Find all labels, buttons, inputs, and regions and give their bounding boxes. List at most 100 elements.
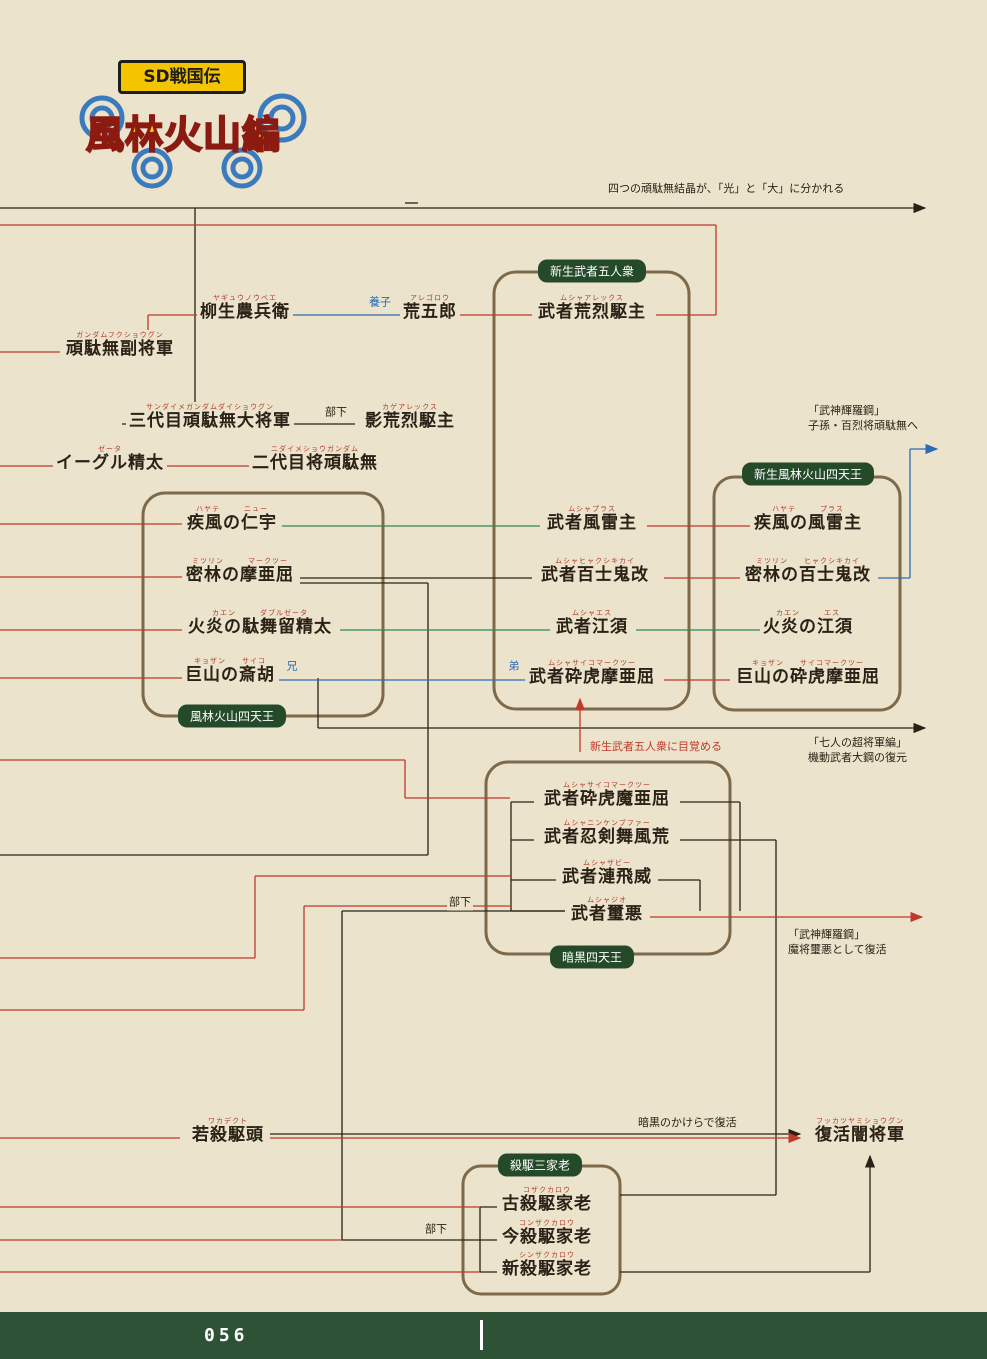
- char-fukkatsu: フッカツヤミショウグン復活闇将軍: [812, 1116, 908, 1146]
- ruby: ムシャジオ: [587, 896, 627, 904]
- ruby: ミツリン ヒャクシキカイ: [756, 557, 860, 565]
- group-label-shinsei-fuurin: 新生風林火山四天王: [741, 462, 875, 486]
- group-label-shinsei-gonin: 新生武者五人衆: [537, 259, 647, 283]
- note-bushin1-line1: 「武神輝羅鋼」: [808, 404, 885, 417]
- ruby: キョザン サイコ: [194, 657, 266, 665]
- char-yagyu: ヤギュウノウベエ柳生農兵衛: [197, 293, 293, 323]
- char-sandaime: サンダイメガンダムダイショウグン三代目頑駄無大将軍: [126, 402, 294, 432]
- name: 荒五郎: [403, 302, 457, 322]
- name: 武者砕虎魔亜屈: [544, 789, 670, 809]
- group-label-ankoku: 暗黒四天王: [549, 945, 635, 969]
- footer-divider: [480, 1320, 483, 1350]
- name: 武者漣飛威: [562, 867, 652, 887]
- char-ko: コザクカロウ古殺駆家老: [499, 1185, 595, 1215]
- char-hayate-nu: ハヤテ ニュー疾風の仁宇: [184, 504, 280, 534]
- char-hayate-plus: ハヤテ プラス疾風の風雷主: [751, 504, 865, 534]
- page-number: 056: [204, 1325, 249, 1346]
- ruby: カエン エス: [776, 609, 840, 617]
- logo-title: SD戦国伝: [118, 60, 246, 94]
- ruby: ムシャエス: [572, 609, 612, 617]
- rel-subordinate-3: 部下: [423, 1222, 449, 1238]
- ruby: ムシャアレックス: [560, 294, 624, 302]
- ruby: コザクカロウ: [523, 1186, 571, 1194]
- note-nana-line1: 「七人の超将軍編」: [808, 736, 907, 749]
- char-ank-jio: ムシャジオ武者璽悪: [568, 895, 646, 925]
- char-eagle: ゼータイーグル精太: [53, 444, 167, 474]
- note-bushin2: 「武神輝羅鋼」 魔将璽悪として復活: [788, 928, 887, 958]
- name: 武者忍剣舞風荒: [544, 827, 670, 847]
- rel-elder: 兄: [284, 659, 300, 675]
- rel-younger: 弟: [506, 659, 522, 675]
- ruby: シンザクカロウ: [519, 1251, 575, 1259]
- note-bushin1-line2: 子孫・百烈将頑駄無へ: [808, 418, 918, 432]
- note-nana-line2: 機動武者大鋼の復元: [808, 750, 907, 764]
- footer-bar: [0, 1312, 987, 1359]
- name: 火炎の江須: [763, 617, 853, 637]
- name: 三代目頑駄無大将軍: [129, 411, 291, 431]
- ruby: ヤギュウノウベエ: [213, 294, 277, 302]
- name: 頑駄無副将軍: [66, 339, 174, 359]
- name: 武者璽悪: [571, 904, 643, 924]
- name: 巨山の砕虎摩亜屈: [736, 667, 880, 687]
- char-mitsurin-h: ミツリン ヒャクシキカイ密林の百士鬼改: [742, 556, 874, 586]
- ruby: ハヤテ ニュー: [196, 505, 268, 513]
- char-mitsurin-mk2: ミツリン マークツー密林の摩亜屈: [183, 556, 297, 586]
- ruby: ムシャサイコマークツー: [548, 659, 636, 667]
- name: 武者風雷主: [547, 513, 637, 533]
- char-nidaime: ニダイメショウガンダム二代目将頑駄無: [249, 444, 381, 474]
- name: 疾風の仁宇: [187, 513, 277, 533]
- char-aregorou: アレゴロウ荒五郎: [400, 293, 460, 323]
- char-musha-hyaku: ムシャヒャクシキカイ武者百士鬼改: [538, 556, 652, 586]
- note-top: 四つの頑駄無結晶が、「光」と「大」に分かれる: [608, 182, 845, 195]
- note-nana: 「七人の超将軍編」 機動武者大鋼の復元: [808, 736, 907, 766]
- name: 古殺駆家老: [502, 1194, 592, 1214]
- logo-subtitle: 風林火山編: [85, 111, 282, 158]
- name: 復活闇将軍: [815, 1125, 905, 1145]
- ruby: ムシャプラス: [568, 505, 616, 513]
- name: 武者百士鬼改: [541, 565, 649, 585]
- ruby: カエン ダブルゼータ: [212, 609, 308, 617]
- name: 二代目将頑駄無: [252, 453, 378, 473]
- ruby: フッカツヤミショウグン: [816, 1117, 904, 1125]
- ruby: サンダイメガンダムダイショウグン: [146, 403, 274, 411]
- name: 若殺駆頭: [192, 1125, 264, 1145]
- char-musha-psy: ムシャサイコマークツー武者砕虎摩亜屈: [526, 658, 658, 688]
- char-ank-psy: ムシャサイコマークツー武者砕虎魔亜屈: [541, 780, 673, 810]
- ruby: アレゴロウ: [410, 294, 450, 302]
- rel-subordinate-2: 部下: [447, 895, 473, 911]
- ruby: コンザクカロウ: [519, 1219, 575, 1227]
- rel-subordinate-1: 部下: [323, 405, 349, 421]
- rel-adopted: 養子: [367, 295, 393, 311]
- name: 新殺駆家老: [502, 1259, 592, 1279]
- ruby: ムシャザビー: [583, 859, 631, 867]
- ruby: ゼータ: [98, 445, 122, 453]
- note-revive: 暗黒のかけらで復活: [638, 1116, 737, 1129]
- char-musha-fu: ムシャプラス武者風雷主: [544, 504, 640, 534]
- ruby: ワカデクト: [208, 1117, 248, 1125]
- ruby: カゲアレックス: [382, 403, 438, 411]
- ruby: ハヤテ プラス: [772, 505, 844, 513]
- char-ank-zaku: ムシャザビー武者漣飛威: [559, 858, 655, 888]
- char-waka: ワカデクト若殺駆頭: [189, 1116, 267, 1146]
- char-musha-arex: ムシャアレックス武者荒烈駆主: [535, 293, 649, 323]
- ruby: ムシャヒャクシキカイ: [555, 557, 635, 565]
- name: 武者砕虎摩亜屈: [529, 667, 655, 687]
- group-label-fuurin: 風林火山四天王: [177, 704, 287, 728]
- char-kaen-s: カエン エス火炎の江須: [760, 608, 856, 638]
- name: 巨山の斎胡: [185, 665, 275, 685]
- name: 密林の摩亜屈: [186, 565, 294, 585]
- note-bushin2-line2: 魔将璽悪として復活: [788, 942, 887, 956]
- name: イーグル精太: [56, 453, 164, 473]
- note-awaken: 新生武者五人衆に目覚める: [590, 740, 722, 753]
- char-kage: カゲアレックス影荒烈駆主: [362, 402, 458, 432]
- char-shin: シンザクカロウ新殺駆家老: [499, 1250, 595, 1280]
- name: 武者荒烈駆主: [538, 302, 646, 322]
- char-kyozan-psy2: キョザン サイコマークツー巨山の砕虎摩亜屈: [733, 658, 883, 688]
- char-kaen-zz: カエン ダブルゼータ火炎の駄舞留精太: [185, 608, 335, 638]
- name: 密林の百士鬼改: [745, 565, 871, 585]
- ruby: ミツリン マークツー: [192, 557, 288, 565]
- char-musha-s: ムシャエス武者江須: [553, 608, 631, 638]
- cloud-logo-art: [79, 93, 307, 189]
- ruby: ムシャサイコマークツー: [563, 781, 651, 789]
- ruby: ガンダムフクショウグン: [76, 331, 164, 339]
